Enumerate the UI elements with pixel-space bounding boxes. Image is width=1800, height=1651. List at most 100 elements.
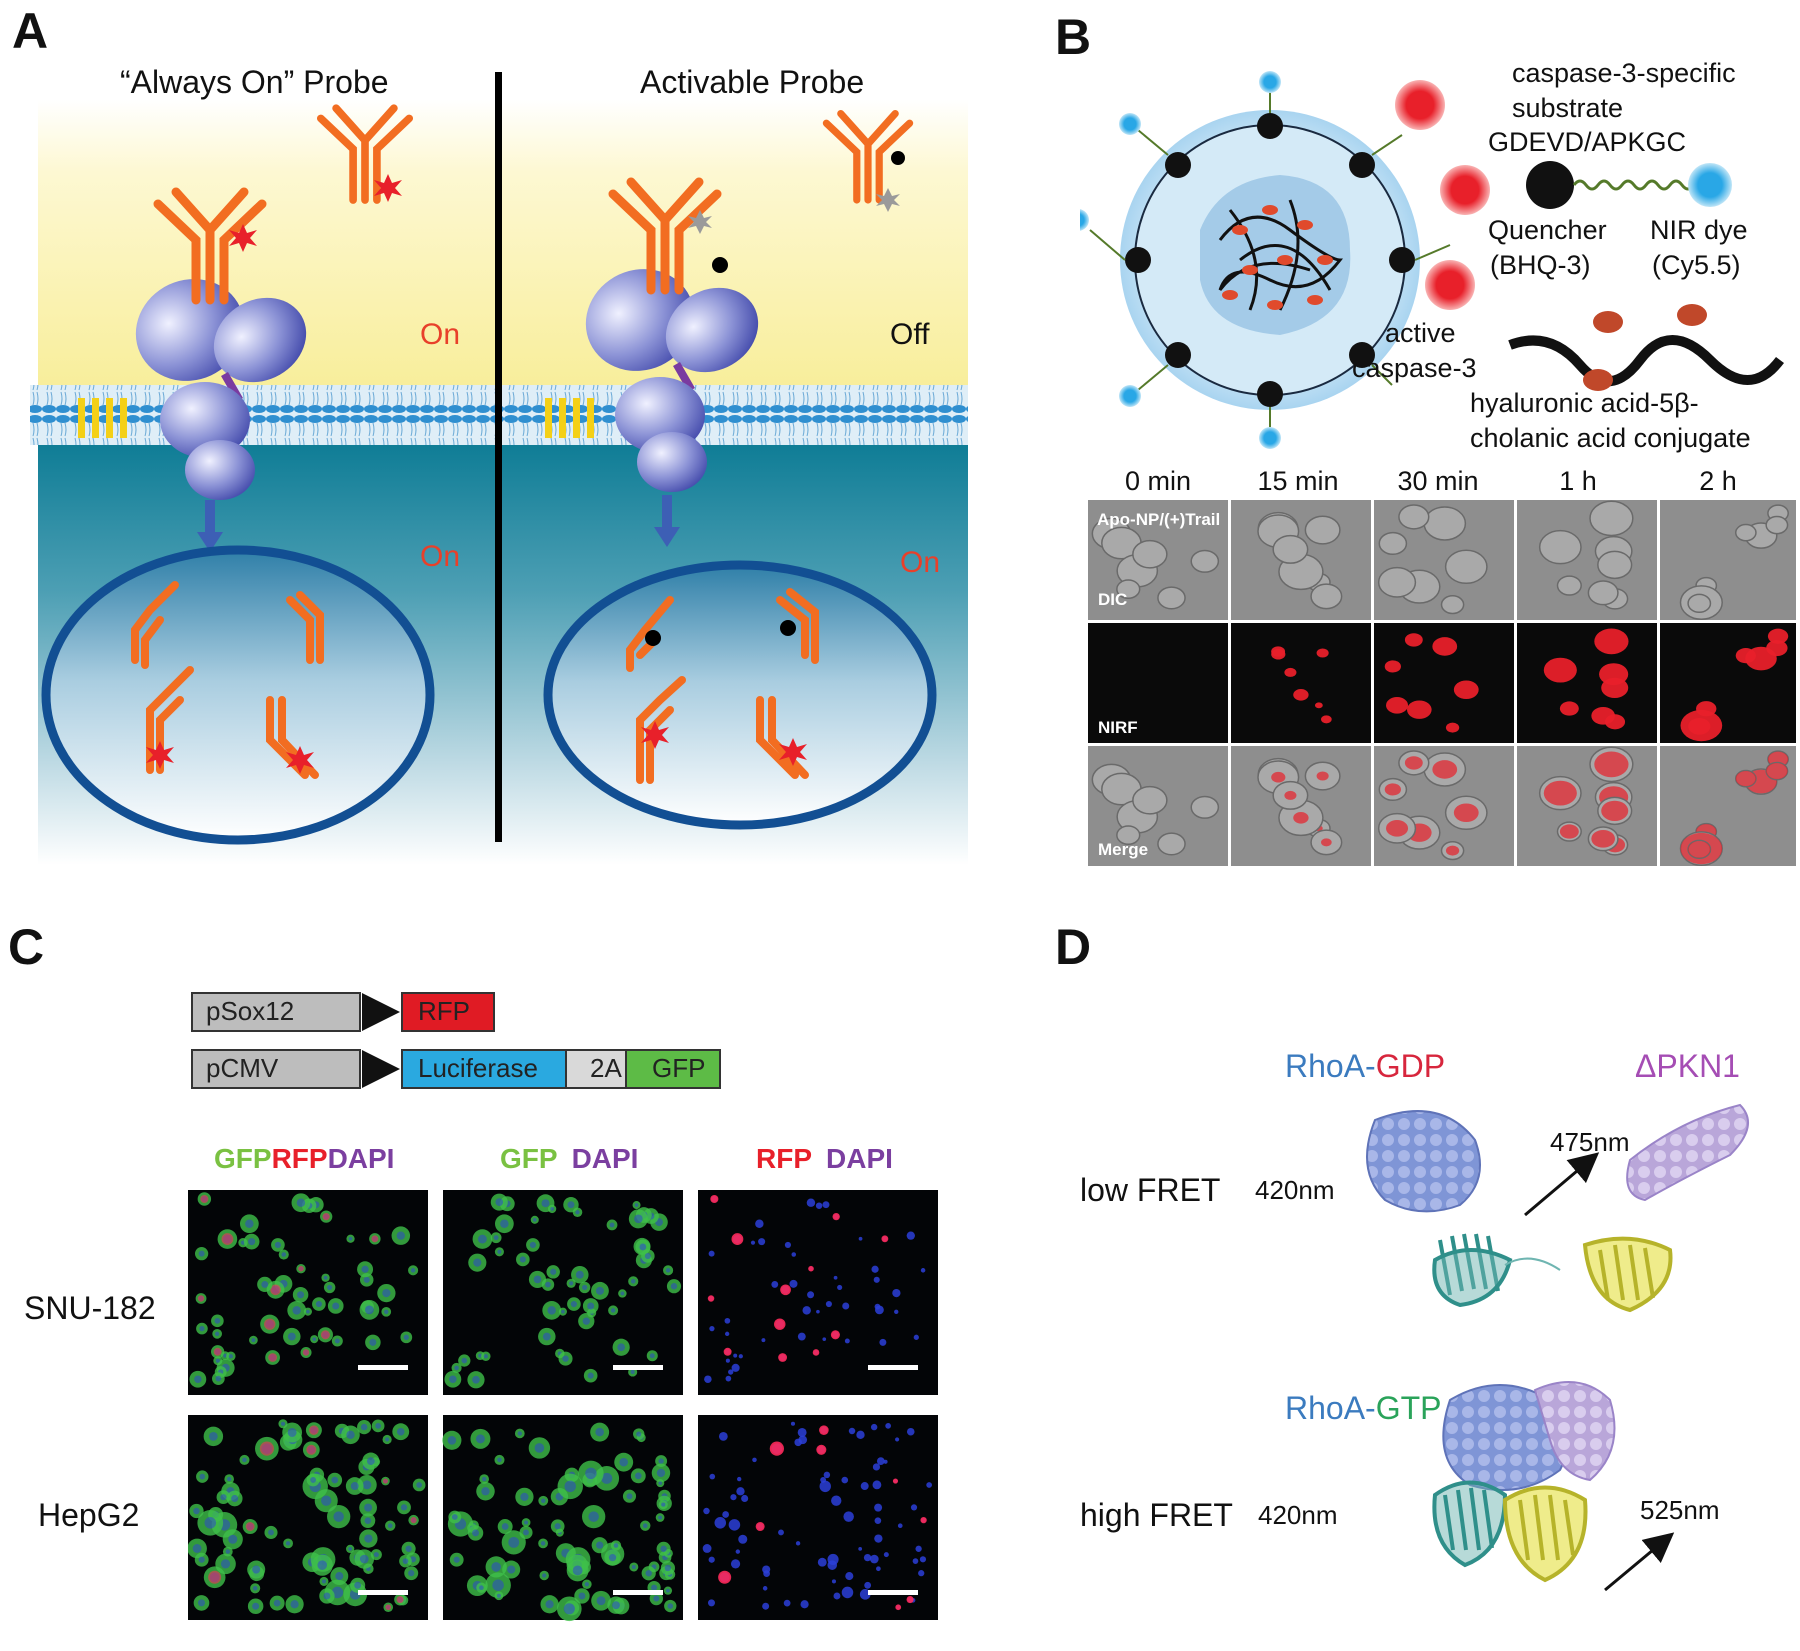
gdp-text: GDP	[1375, 1048, 1446, 1084]
pcmv-box	[191, 1049, 361, 1089]
micro-tile	[1517, 623, 1657, 743]
dye-label-2: (Cy5.5)	[1652, 250, 1741, 280]
yfp-barrel-top	[1582, 1236, 1673, 1313]
rhoa-gdp-label: RhoA-GDP	[1285, 1048, 1445, 1085]
linker-2a-label: 2A	[590, 1053, 622, 1083]
scale-bar	[613, 1365, 663, 1370]
pkn1-structure-bottom	[1533, 1381, 1616, 1482]
row-label-hepg2: HepG2	[38, 1497, 140, 1533]
emission-arrow-top	[1524, 1152, 1600, 1217]
time-header: 0 min	[1124, 466, 1192, 496]
col3-dapi: DAPI	[826, 1143, 893, 1174]
gfp-gene-label: GFP	[652, 1053, 706, 1083]
row-label-nirf: NIRF	[1098, 718, 1138, 737]
col1-header: GFPRFPDAPI	[214, 1143, 394, 1175]
panel-a-letter: A	[12, 3, 49, 59]
quencher-label-2: (BHQ-3)	[1490, 250, 1591, 280]
substrate-label-2: substrate	[1512, 93, 1624, 123]
scale-bar	[613, 1590, 663, 1595]
surface-quenchers	[1125, 113, 1415, 407]
pkn1-label: ΔPKN1	[1635, 1048, 1740, 1084]
nanoprobe-diagram	[1080, 71, 1784, 449]
panel-c-letter: C	[8, 919, 45, 975]
microscopy-grid-b	[1088, 500, 1796, 866]
row-label-snu182: SNU-182	[24, 1290, 156, 1326]
conjugate-label-2: cholanic acid conjugate	[1470, 423, 1751, 453]
treatment-label: Apo-NP/(+)Trail	[1097, 510, 1221, 529]
on-label-left-top: On	[420, 318, 461, 351]
quencher-right-bound	[712, 257, 728, 273]
plasmid-constructs	[191, 992, 721, 1089]
nucleus-right	[543, 560, 937, 830]
pkn1-structure-top	[1626, 1103, 1749, 1202]
rhoa-gdp-structure	[1366, 1110, 1481, 1213]
receptor-right	[585, 269, 759, 547]
rhoa-gtp-structure	[1442, 1384, 1569, 1491]
high-fret-label: high FRET	[1080, 1497, 1233, 1533]
on-label-right-bottom: On	[900, 546, 941, 579]
rfp-gene-label: RFP	[418, 996, 470, 1026]
pcmv-label: pCMV	[206, 1053, 279, 1083]
micro-tile	[1231, 623, 1371, 743]
micro-tile	[1517, 500, 1657, 620]
col3-header: RFP DAPI	[756, 1143, 893, 1175]
scale-bar	[868, 1590, 918, 1595]
membrane-channels-right	[545, 398, 594, 438]
panel-d-letter: D	[1055, 919, 1092, 975]
receptor-left	[135, 279, 307, 552]
always-on-title: “Always On” Probe	[120, 64, 389, 100]
2a-box	[565, 1049, 627, 1089]
polymer-core	[1218, 199, 1343, 311]
panel-a-divider	[495, 72, 502, 842]
caspase-label-2: caspase-3	[1352, 353, 1477, 383]
time-header: 15 min	[1257, 466, 1339, 496]
col1-dapi: DAPI	[327, 1143, 395, 1174]
rhoa-gtp-label: RhoA-GTP	[1285, 1390, 1441, 1427]
membrane-channels-left	[78, 398, 127, 438]
fluor-tile	[698, 1415, 938, 1620]
micro-tile	[1088, 623, 1228, 743]
substrate-label-3: GDEVD/APKGC	[1488, 127, 1687, 157]
time-header: 1 h	[1559, 466, 1597, 496]
fluorescence-grid-c	[188, 1190, 938, 1622]
row-label-dic: DIC	[1098, 590, 1128, 609]
quencher-label-1: Quencher	[1488, 215, 1607, 245]
nucleus-left	[41, 545, 435, 845]
panel-b-letter: B	[1055, 9, 1092, 65]
rhoa-text-top: RhoA	[1285, 1048, 1366, 1084]
dye-label-1: NIR dye	[1650, 215, 1748, 245]
caspase-label-1: active	[1385, 318, 1456, 348]
rhoa-dash-bottom: -	[1365, 1390, 1376, 1426]
excitation-bottom: 420nm	[1258, 1500, 1338, 1530]
gtp-text: GTP	[1375, 1390, 1442, 1426]
emission-top: 475nm	[1550, 1127, 1630, 1157]
cfp-barrel-bottom	[1432, 1480, 1508, 1568]
substrate-label-1: caspase-3-specific	[1512, 58, 1736, 88]
psox12-label: pSox12	[206, 996, 295, 1026]
off-label-right-top: Off	[890, 318, 930, 351]
rhoa-text-bottom: RhoA	[1285, 1390, 1366, 1426]
cfp-barrel-top	[1432, 1233, 1513, 1308]
rfp-box	[401, 992, 495, 1032]
activable-title: Activable Probe	[640, 64, 865, 100]
released-red-dyes	[1395, 80, 1490, 310]
emission-bottom: 525nm	[1640, 1495, 1720, 1525]
ha-ca-conjugate	[1508, 335, 1784, 387]
col1-rfp: RFP	[271, 1143, 328, 1174]
gfp-box	[625, 1049, 721, 1089]
fret-structures	[1366, 1103, 1749, 1592]
scale-bar	[358, 1590, 408, 1595]
emission-arrow-bottom	[1604, 1532, 1675, 1592]
time-headers: 0 min 15 min 30 min 1 h 2 h	[1088, 466, 1800, 500]
surface-nir-dyes	[1080, 71, 1281, 449]
time-header: 2 h	[1699, 466, 1737, 496]
internalized-antibodies-right	[626, 588, 819, 784]
col1-gfp: GFP	[214, 1143, 272, 1174]
scale-bar	[358, 1365, 408, 1370]
scale-bar	[868, 1365, 918, 1370]
core-dots	[1222, 205, 1333, 310]
luciferase-label: Luciferase	[418, 1053, 538, 1083]
col2-gfp: GFP	[500, 1143, 558, 1174]
col3-rfp: RFP	[756, 1143, 812, 1174]
quencher-schematic	[1526, 161, 1574, 209]
